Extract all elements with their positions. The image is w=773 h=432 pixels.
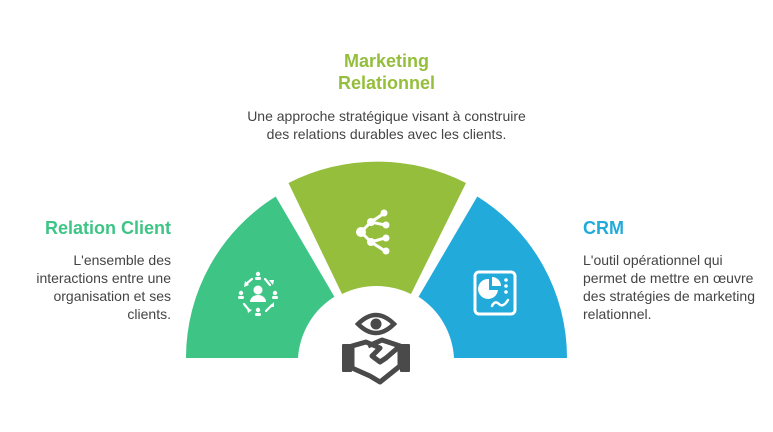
dashboard-chart-icon [473, 270, 517, 316]
description-line-2: des relations durables avec les clients. [266, 126, 507, 142]
crm-title: CRM [583, 218, 624, 238]
relation-client-title: Relation Client [44, 218, 171, 238]
description-line-1: Une approche stratégique visant à constr… [247, 108, 526, 124]
relation-client-description: L'ensemble des interactions entre une or… [36, 252, 171, 322]
marketing-relationnel-description: Une approche stratégique visant à constr… [0, 107, 773, 143]
title-line-1: Marketing [343, 51, 430, 71]
segment-marketing-relationnel [288, 161, 466, 294]
title-line-2: Relationnel [337, 73, 435, 93]
eye-handshake-icon [342, 312, 410, 385]
share-branches-icon [356, 209, 390, 255]
marketing-relationnel-title: Marketing Relationnel [0, 50, 773, 94]
crm-description: L'outil opérationnel qui permet de mettr… [583, 252, 755, 322]
people-network-icon [238, 271, 278, 316]
